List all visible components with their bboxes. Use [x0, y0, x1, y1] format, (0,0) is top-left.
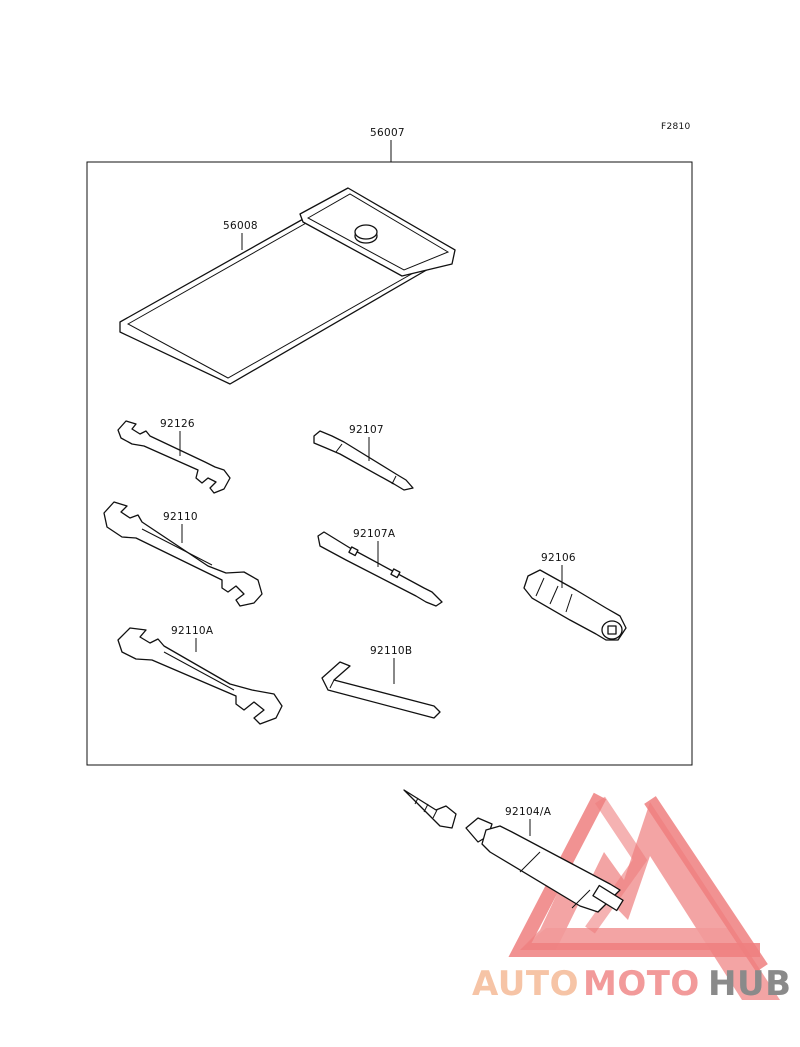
wrench-small-label: 92126	[160, 418, 195, 430]
hex-key[interactable]	[321, 661, 441, 719]
tube-and-nozzle[interactable]	[403, 789, 624, 913]
screwdriver-bit[interactable]	[313, 430, 414, 491]
screwdriver-bit-a[interactable]	[317, 531, 443, 607]
wrench-medium-label: 92110	[163, 511, 198, 523]
screwdriver-bit-label: 92107	[349, 424, 384, 436]
kit-label: 56007	[370, 127, 405, 139]
watermark-text-hub: HUB	[708, 964, 791, 1004]
figure-code: F2810	[661, 122, 691, 132]
wrench-large-label: 92110A	[171, 625, 214, 637]
handle-label: 92106	[541, 552, 576, 564]
tool-kit-box	[86, 161, 693, 766]
tool-pouch[interactable]	[119, 187, 456, 385]
tube-label: 92104/A	[505, 806, 552, 818]
pouch-label: 56008	[223, 220, 258, 232]
screwdriver-bit-a-label: 92107A	[353, 528, 396, 540]
handle[interactable]	[523, 569, 627, 641]
wrench-small[interactable]	[117, 420, 231, 494]
wrench-medium[interactable]	[103, 501, 263, 607]
wrench-large[interactable]	[117, 627, 283, 725]
watermark-text-auto: AUTO	[472, 964, 579, 1004]
hex-key-label: 92110B	[370, 645, 412, 657]
watermark-logo: AUTO MOTO HUB	[472, 792, 791, 1004]
watermark-text-moto: MOTO	[583, 964, 700, 1004]
